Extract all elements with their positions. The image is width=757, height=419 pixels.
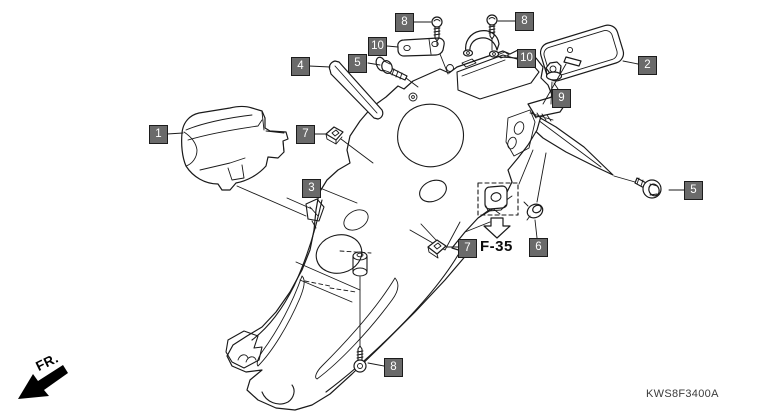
part-bolt-top (375, 56, 408, 81)
rear-fender-body (225, 49, 553, 411)
front-direction-arrow-icon (18, 365, 68, 399)
callout-3: 3 (302, 179, 321, 198)
part-screw-bottom (353, 345, 367, 373)
part-nut (545, 61, 563, 81)
callout-8-top-left: 8 (395, 13, 414, 32)
callout-10-right: 10 (517, 49, 536, 68)
callout-1: 1 (149, 125, 168, 144)
part-seal-strip (328, 60, 384, 120)
callout-9: 9 (552, 89, 571, 108)
callout-8-top-right: 8 (515, 12, 534, 31)
down-arrow-icon (483, 217, 511, 239)
mounting-post (352, 251, 368, 277)
part-plate (397, 37, 445, 57)
callout-7-center: 7 (458, 239, 477, 258)
part-bracket (462, 30, 500, 58)
callout-10-left: 10 (368, 37, 387, 56)
f35-reference-text: F-35 (480, 238, 513, 255)
part-washer-screw (523, 201, 544, 221)
part-screw-top-left (431, 16, 443, 42)
callout-6: 6 (529, 238, 548, 257)
callout-4: 4 (291, 57, 310, 76)
diagram-part-code: KWS8F3400A (646, 388, 719, 400)
callout-5-right: 5 (684, 181, 703, 200)
part-cover (181, 105, 289, 191)
callout-8-bottom: 8 (384, 358, 403, 377)
callout-7-left: 7 (296, 125, 315, 144)
part-clip-upper (325, 126, 344, 145)
callout-2: 2 (638, 56, 657, 75)
leader-lines (166, 20, 685, 367)
part-bolt-right (634, 177, 662, 199)
f35-reference-callout (477, 182, 519, 239)
part-screw-top-right (486, 14, 498, 40)
part-clip-lower (427, 239, 447, 259)
callout-5-top: 5 (348, 54, 367, 73)
fender-tail-fin (529, 111, 614, 176)
